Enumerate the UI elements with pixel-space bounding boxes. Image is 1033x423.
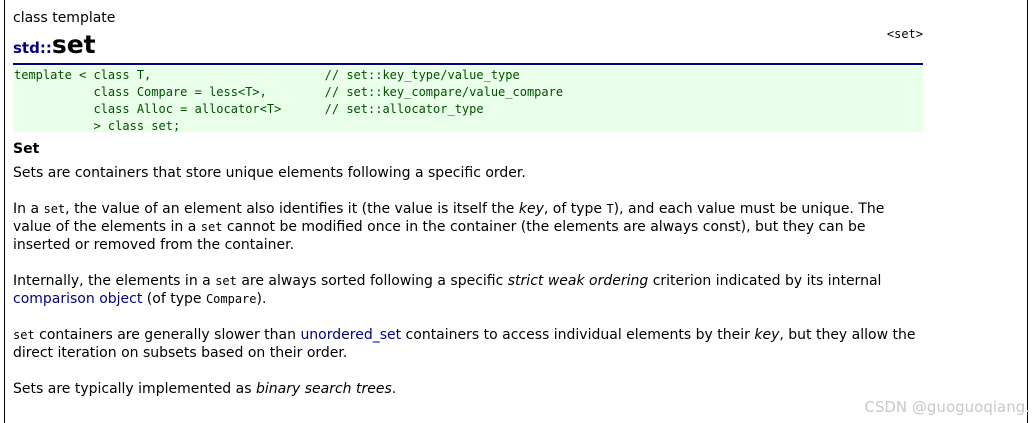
prototype-line: class Alloc = allocator<T> // set::alloc… bbox=[14, 102, 484, 116]
text-run: , the value of an element also identifie… bbox=[65, 201, 519, 217]
text-run: containers are generally slower than bbox=[34, 327, 301, 343]
text-run: containers to access individual elements… bbox=[401, 327, 755, 343]
text-run: ), and each value must be unique. The va… bbox=[13, 201, 885, 235]
text-run: Internally, the elements in a bbox=[13, 273, 216, 289]
prototype-line: class Compare = less<T>, // set::key_com… bbox=[14, 85, 564, 99]
text-run: . bbox=[391, 381, 397, 397]
text-run: , but they allow the direct iteration on… bbox=[13, 327, 916, 361]
namespace-label: std:: bbox=[13, 39, 52, 57]
paragraph-ordering: Internally, the elements in a set are al… bbox=[13, 272, 918, 308]
paragraph-intro: Sets are containers that store unique el… bbox=[13, 165, 526, 181]
inline-code: set bbox=[43, 202, 66, 216]
text-run: , of type bbox=[543, 201, 607, 217]
text-run: are always sorted following a specific bbox=[236, 273, 508, 289]
page-title: std::set bbox=[13, 30, 96, 63]
section-heading: Set bbox=[13, 141, 40, 157]
class-name: set bbox=[51, 30, 96, 59]
inline-code: Compare bbox=[205, 292, 257, 306]
inline-code: set bbox=[13, 328, 35, 342]
text-run: (of type bbox=[142, 291, 206, 307]
paragraph-performance: set containers are generally slower than… bbox=[13, 326, 918, 362]
inline-code: set bbox=[200, 220, 223, 234]
text-run: criterion indicated by its internal bbox=[648, 273, 882, 289]
emphasis: binary search trees bbox=[255, 381, 392, 397]
text-run: Sets are typically implemented as bbox=[13, 381, 256, 397]
comparison-object-link[interactable]: comparison object bbox=[13, 291, 143, 307]
emphasis: strict weak ordering bbox=[507, 273, 649, 289]
inline-code: T bbox=[606, 202, 614, 216]
paragraph-implementation: Sets are typically implemented as binary… bbox=[13, 380, 918, 398]
title-divider bbox=[13, 63, 923, 65]
emphasis: key bbox=[754, 327, 780, 343]
text-run: cannot be modified once in the container… bbox=[13, 219, 866, 253]
header-reference: <set> bbox=[886, 27, 923, 41]
text-run: In a bbox=[13, 201, 44, 217]
class-kind-label: class template bbox=[13, 10, 116, 26]
text-run: ). bbox=[256, 291, 267, 307]
template-prototype: template < class T, // set::key_type/val… bbox=[13, 66, 923, 133]
watermark: CSDN @guoguoqiang. bbox=[864, 398, 1030, 416]
prototype-line: > class set; bbox=[14, 119, 181, 133]
unordered-set-link[interactable]: unordered_set bbox=[300, 327, 402, 343]
emphasis: key bbox=[518, 201, 544, 217]
inline-code: set bbox=[215, 274, 237, 288]
description-body: Sets are containers that store unique el… bbox=[13, 164, 918, 416]
paragraph-values: In a set, the value of an element also i… bbox=[13, 200, 918, 254]
page-frame bbox=[4, 0, 1028, 423]
prototype-line: template < class T, // set::key_type/val… bbox=[14, 68, 520, 82]
